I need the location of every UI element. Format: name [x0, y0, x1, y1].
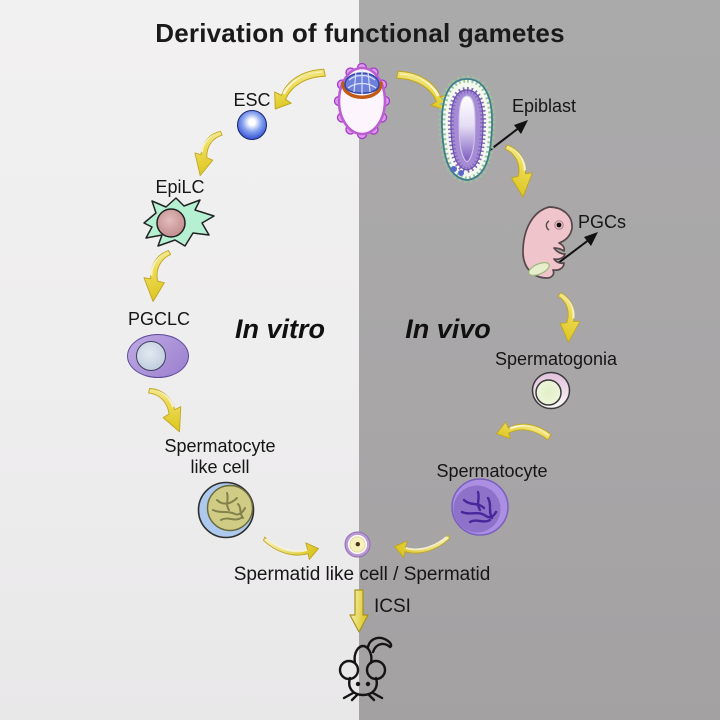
mouse-fetus-icon [522, 206, 573, 279]
spermatocyte-cell-icon [451, 478, 509, 536]
epiblast-label: Epiblast [511, 96, 577, 116]
epilc-label: EpiLC [155, 177, 205, 197]
epilc-cell-icon [143, 197, 215, 247]
spermatogonia-cell-icon [531, 371, 571, 410]
esc-cell-icon [237, 110, 267, 140]
spermatocyte-label: Spermatocyte [436, 461, 548, 481]
in-vitro-label: In vitro [234, 314, 325, 344]
curved-arrow-esc-to-epilc-icon [183, 124, 232, 181]
curved-arrow-spermatocyte-like-to-spermatid-icon [258, 528, 324, 560]
spermatocyte-like-cell-icon [197, 481, 255, 539]
spermatid-cell-icon [344, 531, 371, 558]
spermatocyte-like-line2: like cell [190, 457, 250, 477]
blastocyst-icon [333, 62, 391, 140]
spermatogonia-label: Spermatogonia [494, 349, 618, 369]
pgclc-cell-icon [127, 334, 189, 378]
pgclc-nucleus [136, 341, 166, 371]
pgcs-label: PGCs [577, 212, 626, 232]
spermatocyte-like-cell-label: Spermatocyte like cell [150, 436, 290, 478]
egg-cylinder-embryo-icon [438, 75, 496, 184]
spermatid-label: Spermatid like cell / Spermatid [233, 564, 491, 585]
curved-arrow-epilc-to-pgclc-icon [140, 246, 174, 306]
icsi-label: ICSI [374, 596, 411, 617]
page-title: Derivation of functional gametes [155, 18, 565, 48]
curved-arrow-spermatocyte-to-spermatid-icon [390, 526, 454, 558]
icsi-arrow-icon [349, 589, 369, 633]
in-vivo-label: In vivo [405, 314, 491, 344]
esc-label: ESC [233, 90, 271, 110]
pgclc-label: PGCLC [127, 309, 190, 329]
spermatocyte-like-line1: Spermatocyte [164, 436, 276, 456]
mouse-icon [338, 636, 393, 702]
background-in-vivo [359, 0, 720, 720]
